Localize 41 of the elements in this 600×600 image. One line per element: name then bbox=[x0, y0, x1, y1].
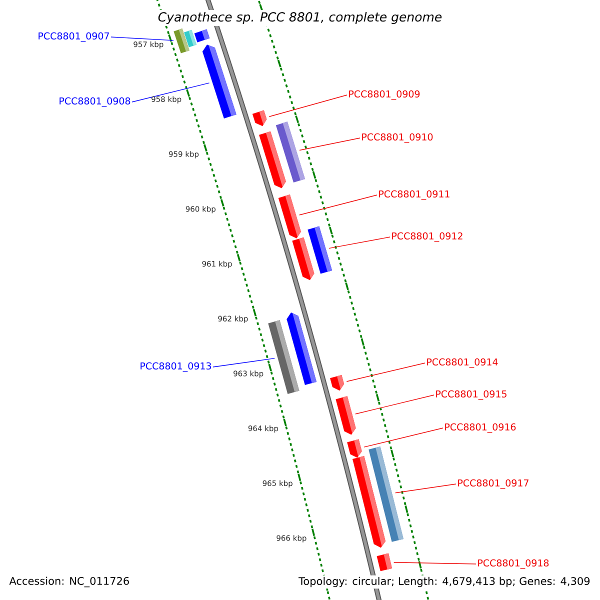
gene-bar bbox=[286, 312, 317, 385]
gene-bar bbox=[184, 30, 197, 48]
gene-bar bbox=[276, 122, 306, 182]
leader-line bbox=[346, 362, 426, 382]
leader-line bbox=[328, 236, 390, 249]
gene-bar bbox=[278, 194, 301, 238]
gene-label: PCC8801_0918 bbox=[478, 559, 549, 569]
gene-label: PCC8801_0909 bbox=[349, 90, 420, 100]
leader-line bbox=[393, 562, 476, 564]
gene-label: PCC8801_0908 bbox=[60, 97, 130, 107]
gene-label: PCC8801_0916 bbox=[445, 423, 516, 433]
gene-bar bbox=[194, 29, 210, 42]
gene-label: PCC8801_0917 bbox=[458, 479, 528, 489]
leader-line bbox=[298, 194, 378, 216]
gene-label: PCC8801_0911 bbox=[379, 190, 450, 200]
gene-label: PCC8801_0915 bbox=[436, 390, 506, 400]
gene-label: PCC8801_0912 bbox=[392, 232, 462, 242]
gene-bar bbox=[368, 446, 404, 542]
leader-line bbox=[299, 138, 360, 151]
gene-label: PCC8801_0910 bbox=[362, 133, 433, 143]
gene-label: PCC8801_0907 bbox=[38, 32, 109, 42]
leader-line bbox=[355, 394, 434, 414]
gene-bar bbox=[202, 44, 236, 118]
leader-line bbox=[132, 82, 210, 102]
gene-bar bbox=[252, 110, 267, 126]
gene-bar bbox=[330, 375, 344, 391]
gene-bar bbox=[347, 439, 362, 458]
leader-line bbox=[395, 484, 456, 494]
gene-bar bbox=[336, 396, 356, 435]
gene-bar bbox=[292, 237, 314, 280]
genome-info-text: Topology: circular; Length: 4,679,413 bp; Genes: 4,309 bbox=[297, 575, 592, 589]
gene-label: PCC8801_0914 bbox=[427, 358, 498, 368]
gene-bar bbox=[308, 226, 332, 274]
leader-line bbox=[364, 428, 444, 448]
gene-label: PCC8801_0913 bbox=[140, 362, 212, 372]
leader-line bbox=[268, 94, 348, 117]
gene-bar bbox=[376, 553, 392, 572]
leader-line bbox=[212, 358, 275, 368]
accession-text: Accession: NC_011726 bbox=[9, 576, 129, 588]
title: Cyanothece sp. PCC 8801, complete genome bbox=[156, 10, 444, 26]
leader-line bbox=[110, 36, 174, 41]
